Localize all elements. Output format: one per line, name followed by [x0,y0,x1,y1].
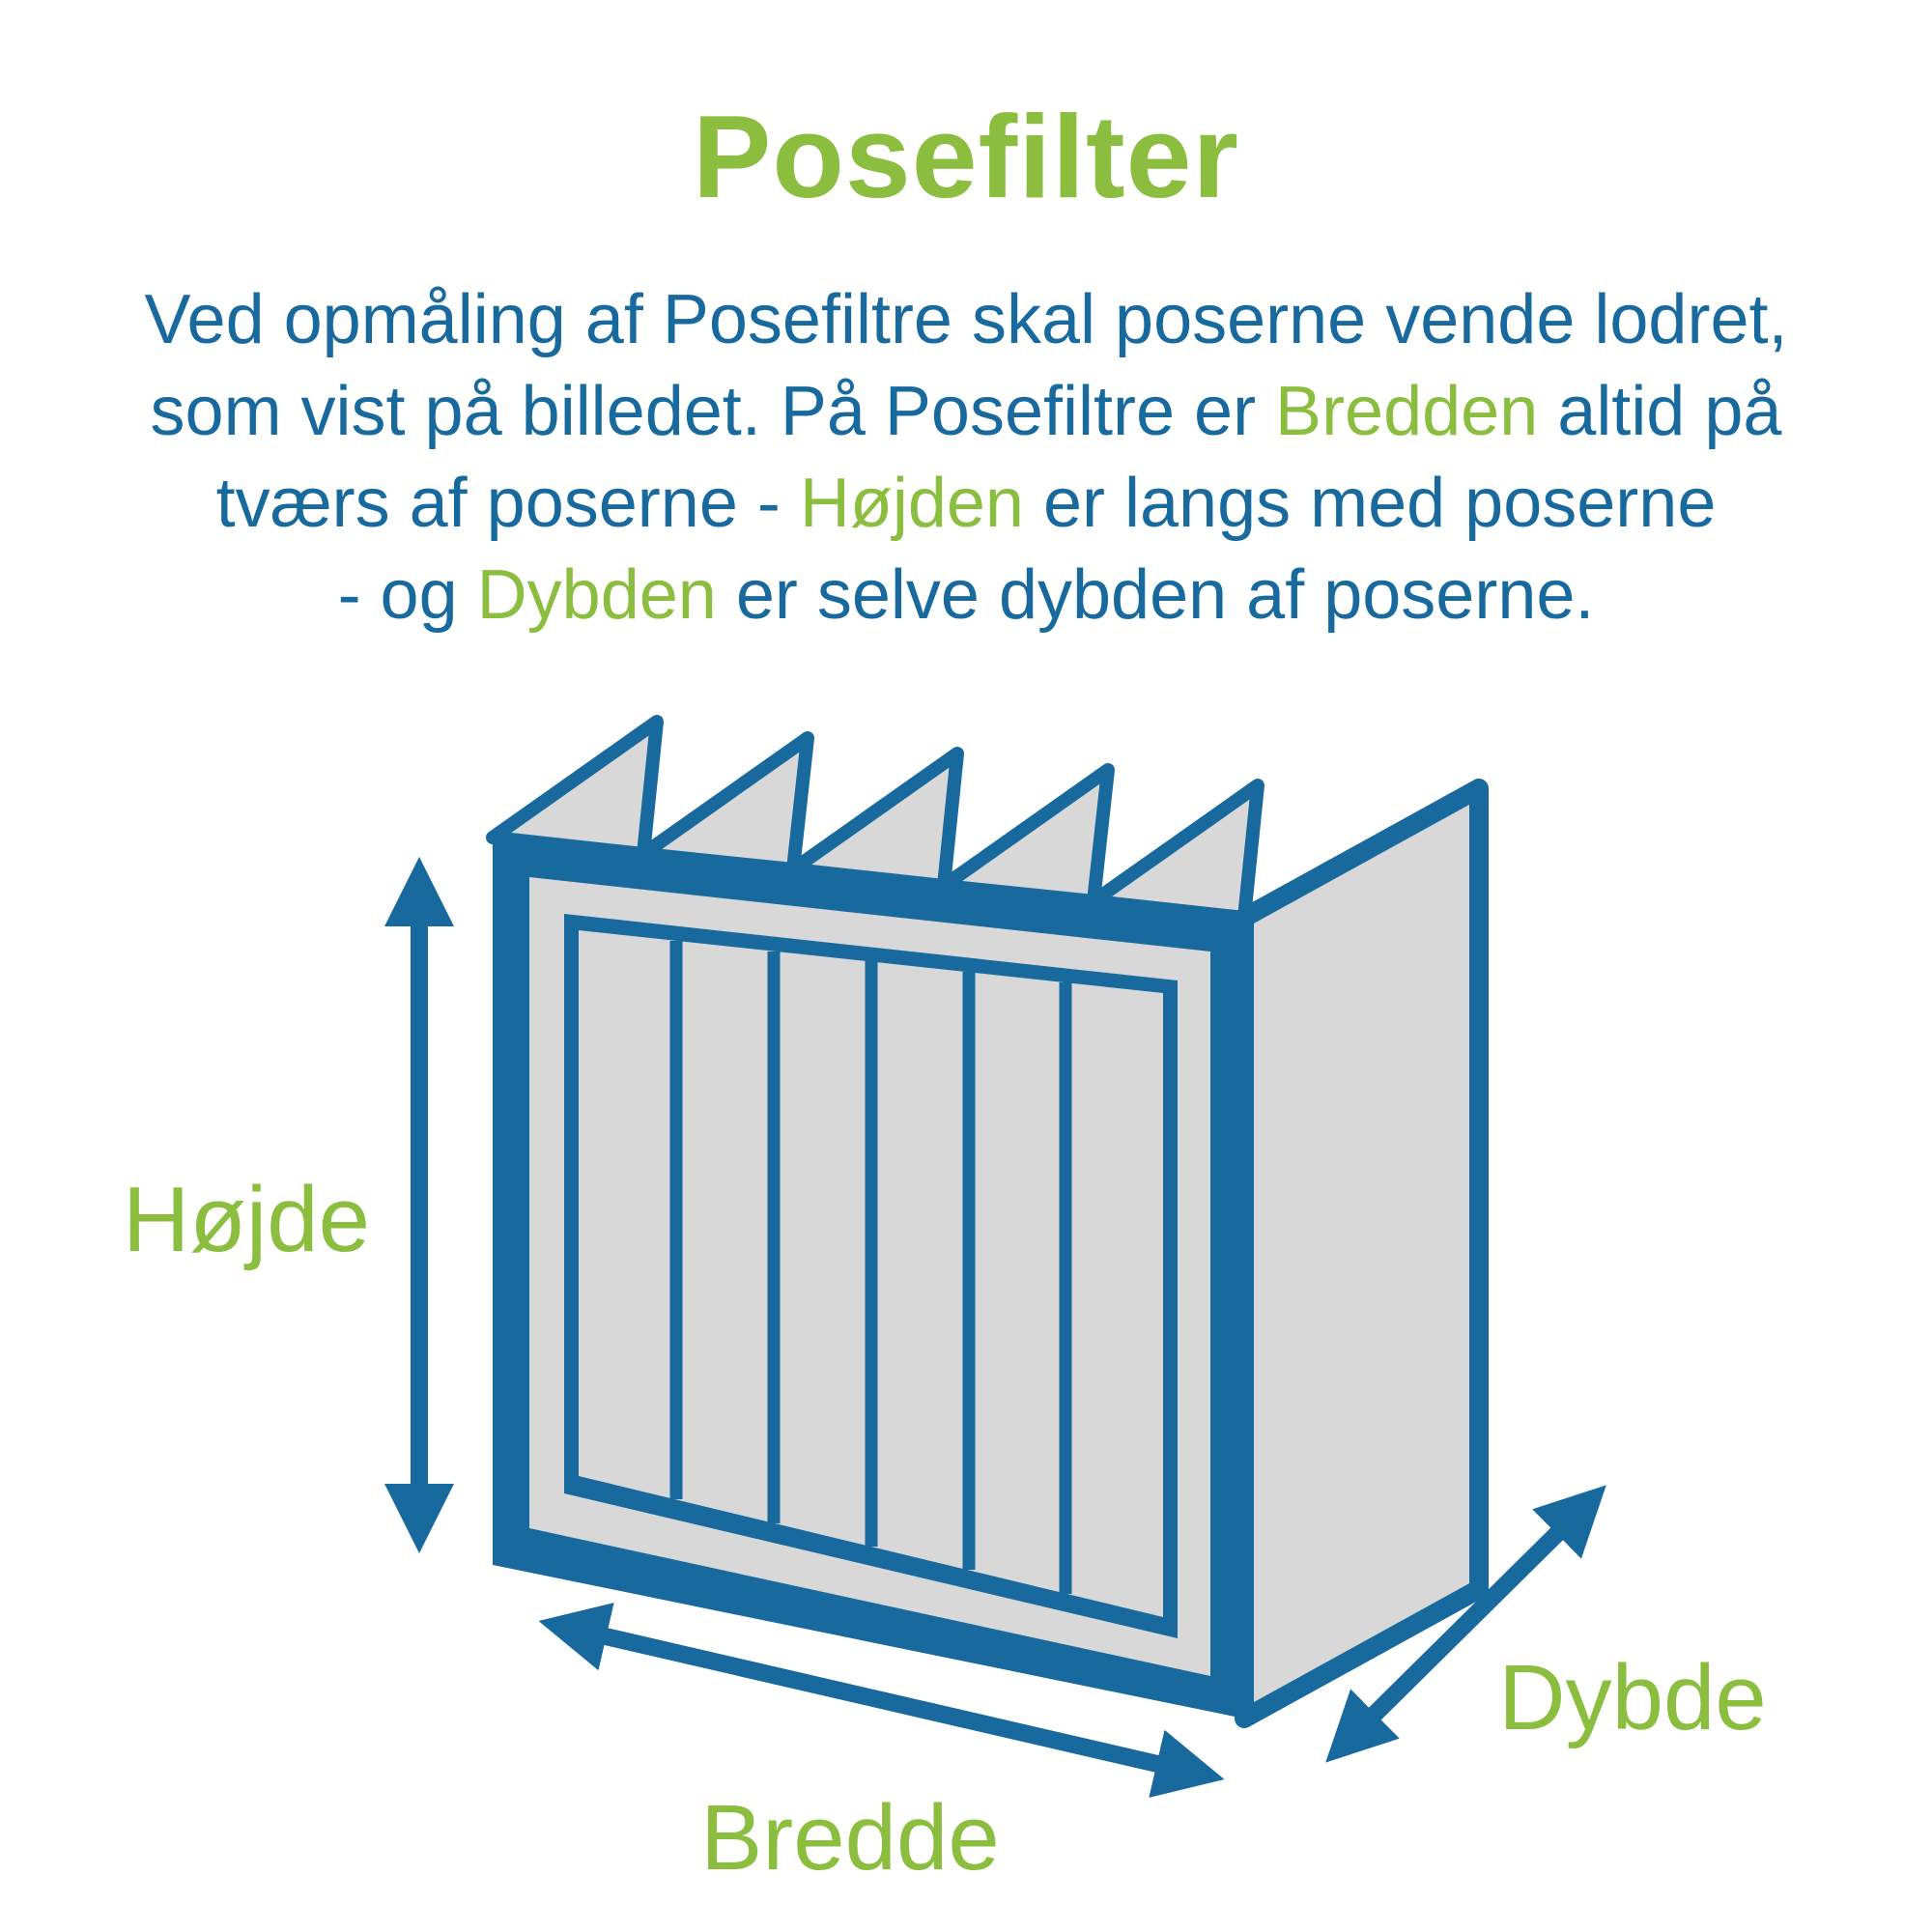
width-arrow [538,1603,1225,1798]
description-paragraph: Ved opmåling af Posefiltre skal poserne … [0,274,1932,641]
side-panel [1235,779,1489,1728]
page-title: Posefilter [693,91,1239,222]
bag-fin [786,747,964,893]
bag-fin [1087,779,1264,924]
description-text: altid på [1538,373,1782,451]
description-text: - og [337,556,477,635]
description-line-3: tværs af poserne - Højden er langs med p… [0,458,1932,550]
description-text: Ved opmåling af Posefiltre skal poserne … [144,281,1788,359]
front-face [493,838,1244,1719]
highlight-dybden: Dybden [476,556,717,635]
dimension-arrows [384,857,1606,1798]
description-line-4: - og Dybden er selve dybden af poserne. [0,550,1932,641]
highlight-bredden: Bredden [1275,373,1539,451]
depth-label: Dybde [1498,1646,1767,1749]
bag-fin [486,715,664,861]
bag-fin [637,731,814,876]
height-label: Højde [123,1168,370,1271]
depth-arrow [1325,1485,1606,1763]
description-line-2: som vist på billedet. På Posefiltre er B… [0,366,1932,458]
width-label: Bredde [700,1786,1000,1889]
panel-dividers [669,941,1072,1594]
description-text: tværs af poserne - [215,465,800,543]
description-text: er langs med poserne [1023,465,1717,543]
description-line-1: Ved opmåling af Posefiltre skal poserne … [0,274,1932,366]
highlight-hojden: Højden [799,465,1024,543]
description-text: som vist på billedet. På Posefiltre er [150,373,1276,451]
bag-fin [937,763,1115,908]
description-text: er selve dybden af poserne. [716,556,1595,635]
